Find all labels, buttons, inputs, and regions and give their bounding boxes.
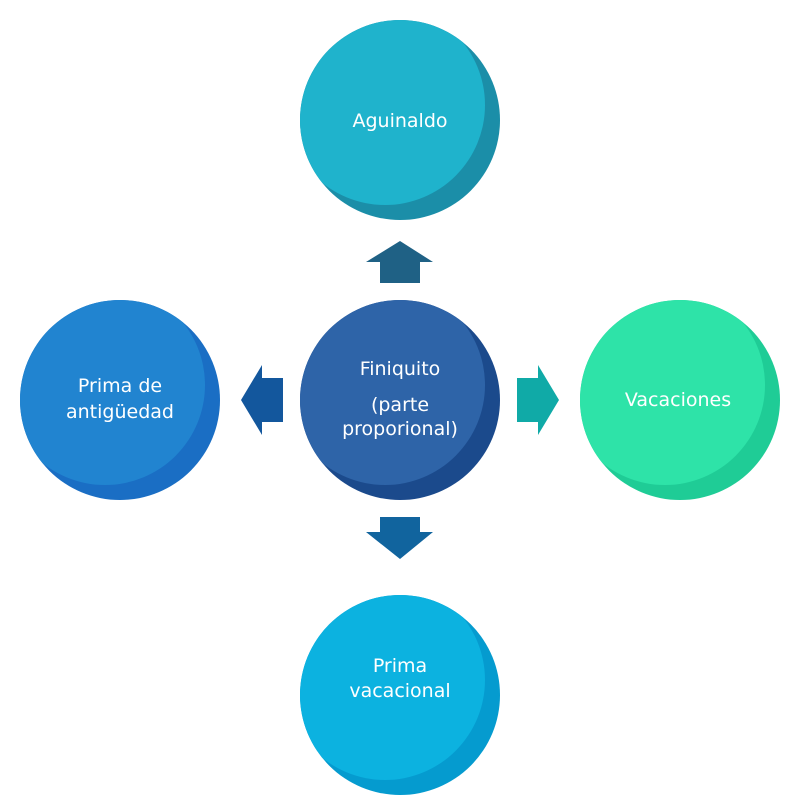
arrow-left-icon xyxy=(241,365,283,435)
prima-antiguedad-label-line-2: antigüedad xyxy=(66,401,174,423)
center-label-line-1: Finiquito xyxy=(360,358,441,380)
aguinaldo-label: Aguinaldo xyxy=(352,110,447,132)
arrow-right-icon xyxy=(517,365,559,435)
node-aguinaldo: Aguinaldo xyxy=(300,20,500,220)
prima-vacacional-label-line-1: Prima xyxy=(373,655,427,677)
vacaciones-label: Vacaciones xyxy=(625,389,731,411)
center-label-line-2: (parte xyxy=(371,394,429,416)
center-node: Finiquito (parte proporional) xyxy=(300,300,500,500)
arrow-up-icon xyxy=(366,241,433,283)
node-prima-vacacional: Prima vacacional xyxy=(300,595,500,795)
center-label-line-3: proporional) xyxy=(342,418,458,440)
prima-vacacional-label-line-2: vacacional xyxy=(349,680,450,702)
node-vacaciones: Vacaciones xyxy=(580,300,780,500)
prima-antiguedad-label-line-1: Prima de xyxy=(78,375,162,397)
node-prima-antiguedad: Prima de antigüedad xyxy=(20,300,220,500)
arrow-down-icon xyxy=(366,517,433,559)
